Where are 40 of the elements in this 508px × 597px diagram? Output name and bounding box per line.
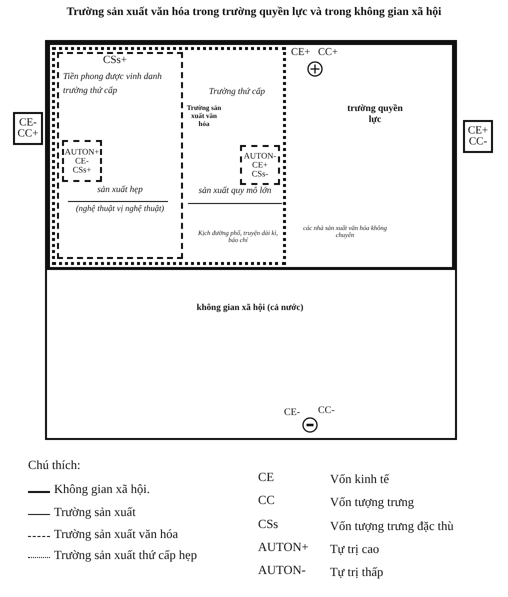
definition-text: Vốn tượng trưng [330, 495, 414, 510]
capital-label: CC+ [318, 47, 338, 58]
capital-label: CE- CC+ [16, 116, 40, 140]
region-label: không gian xã hội (cả nước) [196, 302, 304, 312]
region-label: Trường thứ cấp [208, 86, 266, 96]
capital-label: CSs+ [102, 54, 128, 67]
definition-text: Vốn kinh tế [330, 472, 390, 487]
dashed-frame [240, 145, 280, 185]
capital-label: CC- [318, 405, 335, 416]
definition-text: Tự trị cao [330, 542, 380, 557]
definition-text: Vốn tượng trưng đặc thù [330, 519, 454, 534]
capital-box [13, 112, 43, 145]
social-space-frame [45, 40, 457, 440]
capital-label: AUTON- CE+ CSs- [242, 152, 278, 178]
restricted-field-frame [57, 52, 183, 259]
region-label: trường quyền lực [346, 104, 404, 126]
region-label: sản xuất quy mô lớn [198, 185, 272, 196]
power-field-frame [47, 42, 455, 270]
legend-text: Trường sản xuất [54, 505, 136, 520]
abbreviation-text: CE [258, 470, 274, 485]
abbreviation-text: AUTON+ [258, 540, 309, 555]
region-label: (nghệ thuật vị nghệ thuật) [74, 204, 166, 214]
abbreviation-text: AUTON- [258, 563, 306, 578]
abbreviation-text: CC [258, 493, 275, 508]
definition-text: Tự trị thấp [330, 565, 384, 580]
region-label: sản xuất hẹp [96, 184, 144, 194]
capital-label: CE- [284, 407, 300, 418]
region-label: Tiền phong được vinh danh trường thứ cấp [63, 70, 163, 97]
legend-text: Trường sản xuất thứ cấp hẹp [54, 548, 197, 563]
capital-label: CE+ [291, 47, 310, 58]
capital-box [463, 120, 493, 153]
legend-text: Không gian xã hội. [54, 482, 150, 497]
abbreviation-text: CSs [258, 517, 278, 532]
capital-label: AUTON+ CE- CSs+ [64, 148, 100, 174]
dashed-frame [62, 140, 102, 182]
legend-heading: Chú thích: [28, 458, 80, 473]
diagram-title: Trường sản xuất văn hóa trong trường quyền lực và trong không gian xã hội [66, 6, 442, 18]
capital-label: CE+ CC- [466, 124, 490, 148]
legend-text: Trường sản xuất văn hóa [54, 527, 178, 542]
cultural-field-frame [52, 47, 286, 265]
